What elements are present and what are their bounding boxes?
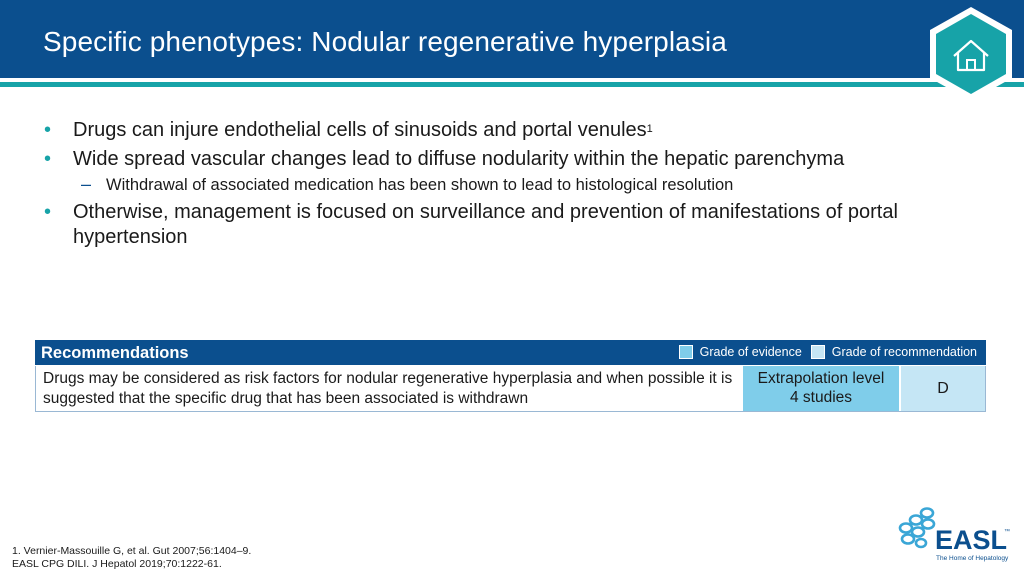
header-accent-bar: [0, 82, 1024, 87]
evidence-line-1: Extrapolation level: [757, 370, 885, 387]
header-separator: [0, 78, 1024, 82]
recommendation-text: Drugs may be considered as risk factors …: [36, 366, 743, 411]
bullet-item: Drugs can injure endothelial cells of si…: [44, 118, 944, 143]
easl-logo-tm: ™: [1004, 529, 1010, 535]
reference-item: EASL CPG DILI. J Hepatol 2019;70:1222-61…: [12, 558, 222, 570]
bullet-item: Wide spread vascular changes lead to dif…: [44, 147, 944, 172]
bullet-list: Drugs can injure endothelial cells of si…: [44, 118, 944, 254]
recommendations-header: Recommendations Grade of evidence Grade …: [35, 340, 986, 365]
legend-recommendation: Grade of recommendation: [810, 345, 977, 359]
grade-legend: Grade of evidence Grade of recommendatio…: [670, 345, 977, 359]
legend-recommendation-swatch: [810, 345, 825, 359]
grade-of-recommendation: D: [901, 366, 985, 411]
reference-item: 1. Vernier-Massouille G, et al. Gut 2007…: [12, 545, 252, 557]
easl-logo-text: EASL: [935, 525, 1008, 555]
slide-header: [0, 0, 1024, 78]
sub-bullet-item: Withdrawal of associated medication has …: [44, 173, 944, 196]
recommendation-row: Drugs may be considered as risk factors …: [35, 366, 986, 412]
recommendations-title: Recommendations: [41, 344, 189, 362]
legend-evidence-swatch: [678, 345, 693, 359]
legend-evidence: Grade of evidence: [678, 345, 802, 359]
home-icon: [930, 7, 1012, 101]
easl-cells-icon: [898, 507, 936, 549]
slide-title: Specific phenotypes: Nodular regenerativ…: [43, 26, 727, 57]
legend-evidence-label: Grade of evidence: [699, 345, 802, 359]
easl-logo-tagline: The Home of Hepatology: [936, 555, 1009, 562]
grade-of-evidence: Extrapolation level 4 studies: [743, 366, 899, 411]
bullet-item: Otherwise, management is focused on surv…: [44, 200, 944, 250]
home-button[interactable]: [924, 4, 1018, 104]
evidence-line-2: 4 studies: [789, 389, 853, 406]
recommendations-table: Recommendations Grade of evidence Grade …: [35, 340, 986, 412]
legend-recommendation-label: Grade of recommendation: [831, 345, 977, 359]
references: 1. Vernier-Massouille G, et al. Gut 2007…: [12, 545, 251, 571]
